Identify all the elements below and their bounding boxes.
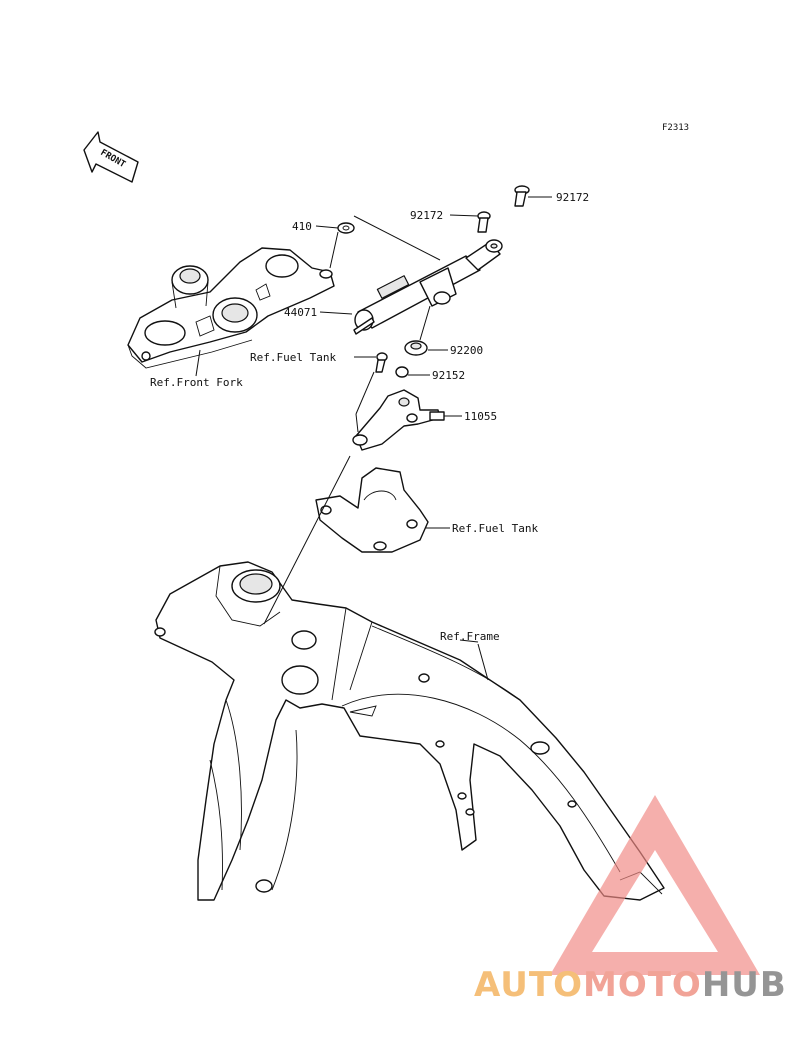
label-ref-fuel-tank-1: Ref.Fuel Tank — [250, 351, 336, 364]
motorcycle-frame — [154, 561, 665, 901]
label-11055: 11055 — [464, 410, 497, 423]
label-ref-front-fork: Ref.Front Fork — [150, 376, 243, 389]
front-fork-bracket — [127, 247, 335, 369]
collar-92152 — [395, 366, 409, 378]
label-92200: 92200 — [450, 344, 483, 357]
steering-damper — [353, 239, 503, 335]
watermark-logo: AUTOMOTOHUB — [474, 795, 787, 1005]
label-410: 410 — [292, 220, 312, 233]
watermark-part-moto: MOTO — [583, 965, 702, 1005]
label-92152: 92152 — [432, 369, 465, 382]
label-ref-frame: Ref.Frame — [440, 630, 500, 643]
front-arrow-icon: FRONT — [83, 131, 139, 183]
bolt-fuel-tank — [375, 352, 388, 373]
watermark-part-auto: AUTO — [474, 965, 583, 1005]
fuel-tank-bracket-plate — [315, 467, 429, 553]
collar-92200 — [404, 340, 428, 356]
washer-410 — [337, 222, 355, 234]
label-ref-fuel-tank-2: Ref.Fuel Tank — [452, 522, 538, 535]
bolt-92172-b — [514, 185, 530, 207]
leader-lines — [195, 196, 552, 681]
label-92172-a: 92172 — [410, 209, 443, 222]
figure-code: F2313 — [662, 123, 689, 133]
watermark-triangle-icon — [550, 795, 760, 975]
label-44071: 44071 — [284, 306, 317, 319]
bracket-11055 — [352, 389, 445, 451]
svg-text:AUTOMOTOHUB: AUTOMOTOHUB — [474, 965, 787, 1005]
bolt-92172-a — [477, 211, 491, 233]
watermark-part-hub: HUB — [702, 965, 787, 1005]
label-92172-b: 92172 — [556, 191, 589, 204]
